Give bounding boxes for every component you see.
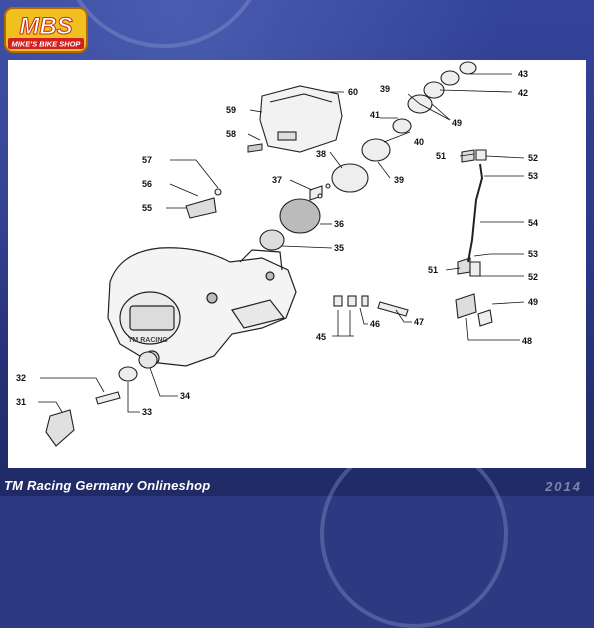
callout-labels: 32 31 33 34 35 36 37 38 39 39 40 41 42 4… xyxy=(16,69,538,417)
callout-label: 34 xyxy=(180,391,190,401)
callout-label: 46 xyxy=(370,319,380,329)
callout-label: 48 xyxy=(522,336,532,346)
callout-label: 59 xyxy=(226,105,236,115)
leader-lines xyxy=(38,73,525,413)
callout-label: 57 xyxy=(142,155,152,165)
callout-label: 45 xyxy=(316,332,326,342)
callout-label: 35 xyxy=(334,243,344,253)
diagram-panel: TM RACING xyxy=(8,60,586,468)
callout-label: 31 xyxy=(16,397,26,407)
callout-label: 49 xyxy=(528,297,538,307)
callout-label: 52 xyxy=(528,272,538,282)
callout-label: 41 xyxy=(370,110,380,120)
callout-label: 33 xyxy=(142,407,152,417)
background-ring xyxy=(320,440,508,628)
mikes-bike-shop-logo[interactable]: MBS MIKE'S BIKE SHOP xyxy=(4,6,88,54)
callout-label: 32 xyxy=(16,373,26,383)
callout-label: 49 xyxy=(452,118,462,128)
exploded-parts-diagram: TM RACING xyxy=(16,61,538,447)
callout-label: 51 xyxy=(428,265,438,275)
callout-label: 53 xyxy=(528,249,538,259)
footer-year: 2014 xyxy=(545,479,582,494)
callout-label: 39 xyxy=(380,84,390,94)
shift-rod xyxy=(467,163,484,263)
callout-label: 36 xyxy=(334,219,344,229)
callout-label: 53 xyxy=(528,171,538,181)
callout-label: 58 xyxy=(226,129,236,139)
footer-shop-title[interactable]: TM Racing Germany Onlineshop xyxy=(4,478,211,493)
callout-label: 39 xyxy=(394,175,404,185)
engine-casing xyxy=(107,247,297,367)
callout-label: 40 xyxy=(414,137,424,147)
callout-label: 37 xyxy=(272,175,282,185)
logo-text: MBS xyxy=(19,13,72,40)
callout-label: 55 xyxy=(142,203,152,213)
callout-label: 60 xyxy=(348,87,358,97)
callout-label: 51 xyxy=(436,151,446,161)
callout-label: 56 xyxy=(142,179,152,189)
logo-subtitle: MIKE'S BIKE SHOP xyxy=(12,40,82,49)
callout-label: 52 xyxy=(528,153,538,163)
callout-label: 42 xyxy=(518,88,528,98)
part-58 xyxy=(247,143,263,153)
callout-label: 38 xyxy=(316,149,326,159)
callout-label: 43 xyxy=(518,69,528,79)
casing-brand-text: TM RACING xyxy=(128,337,168,344)
top-cover xyxy=(259,85,343,153)
callout-label: 54 xyxy=(528,218,538,228)
callout-label: 47 xyxy=(414,317,424,327)
